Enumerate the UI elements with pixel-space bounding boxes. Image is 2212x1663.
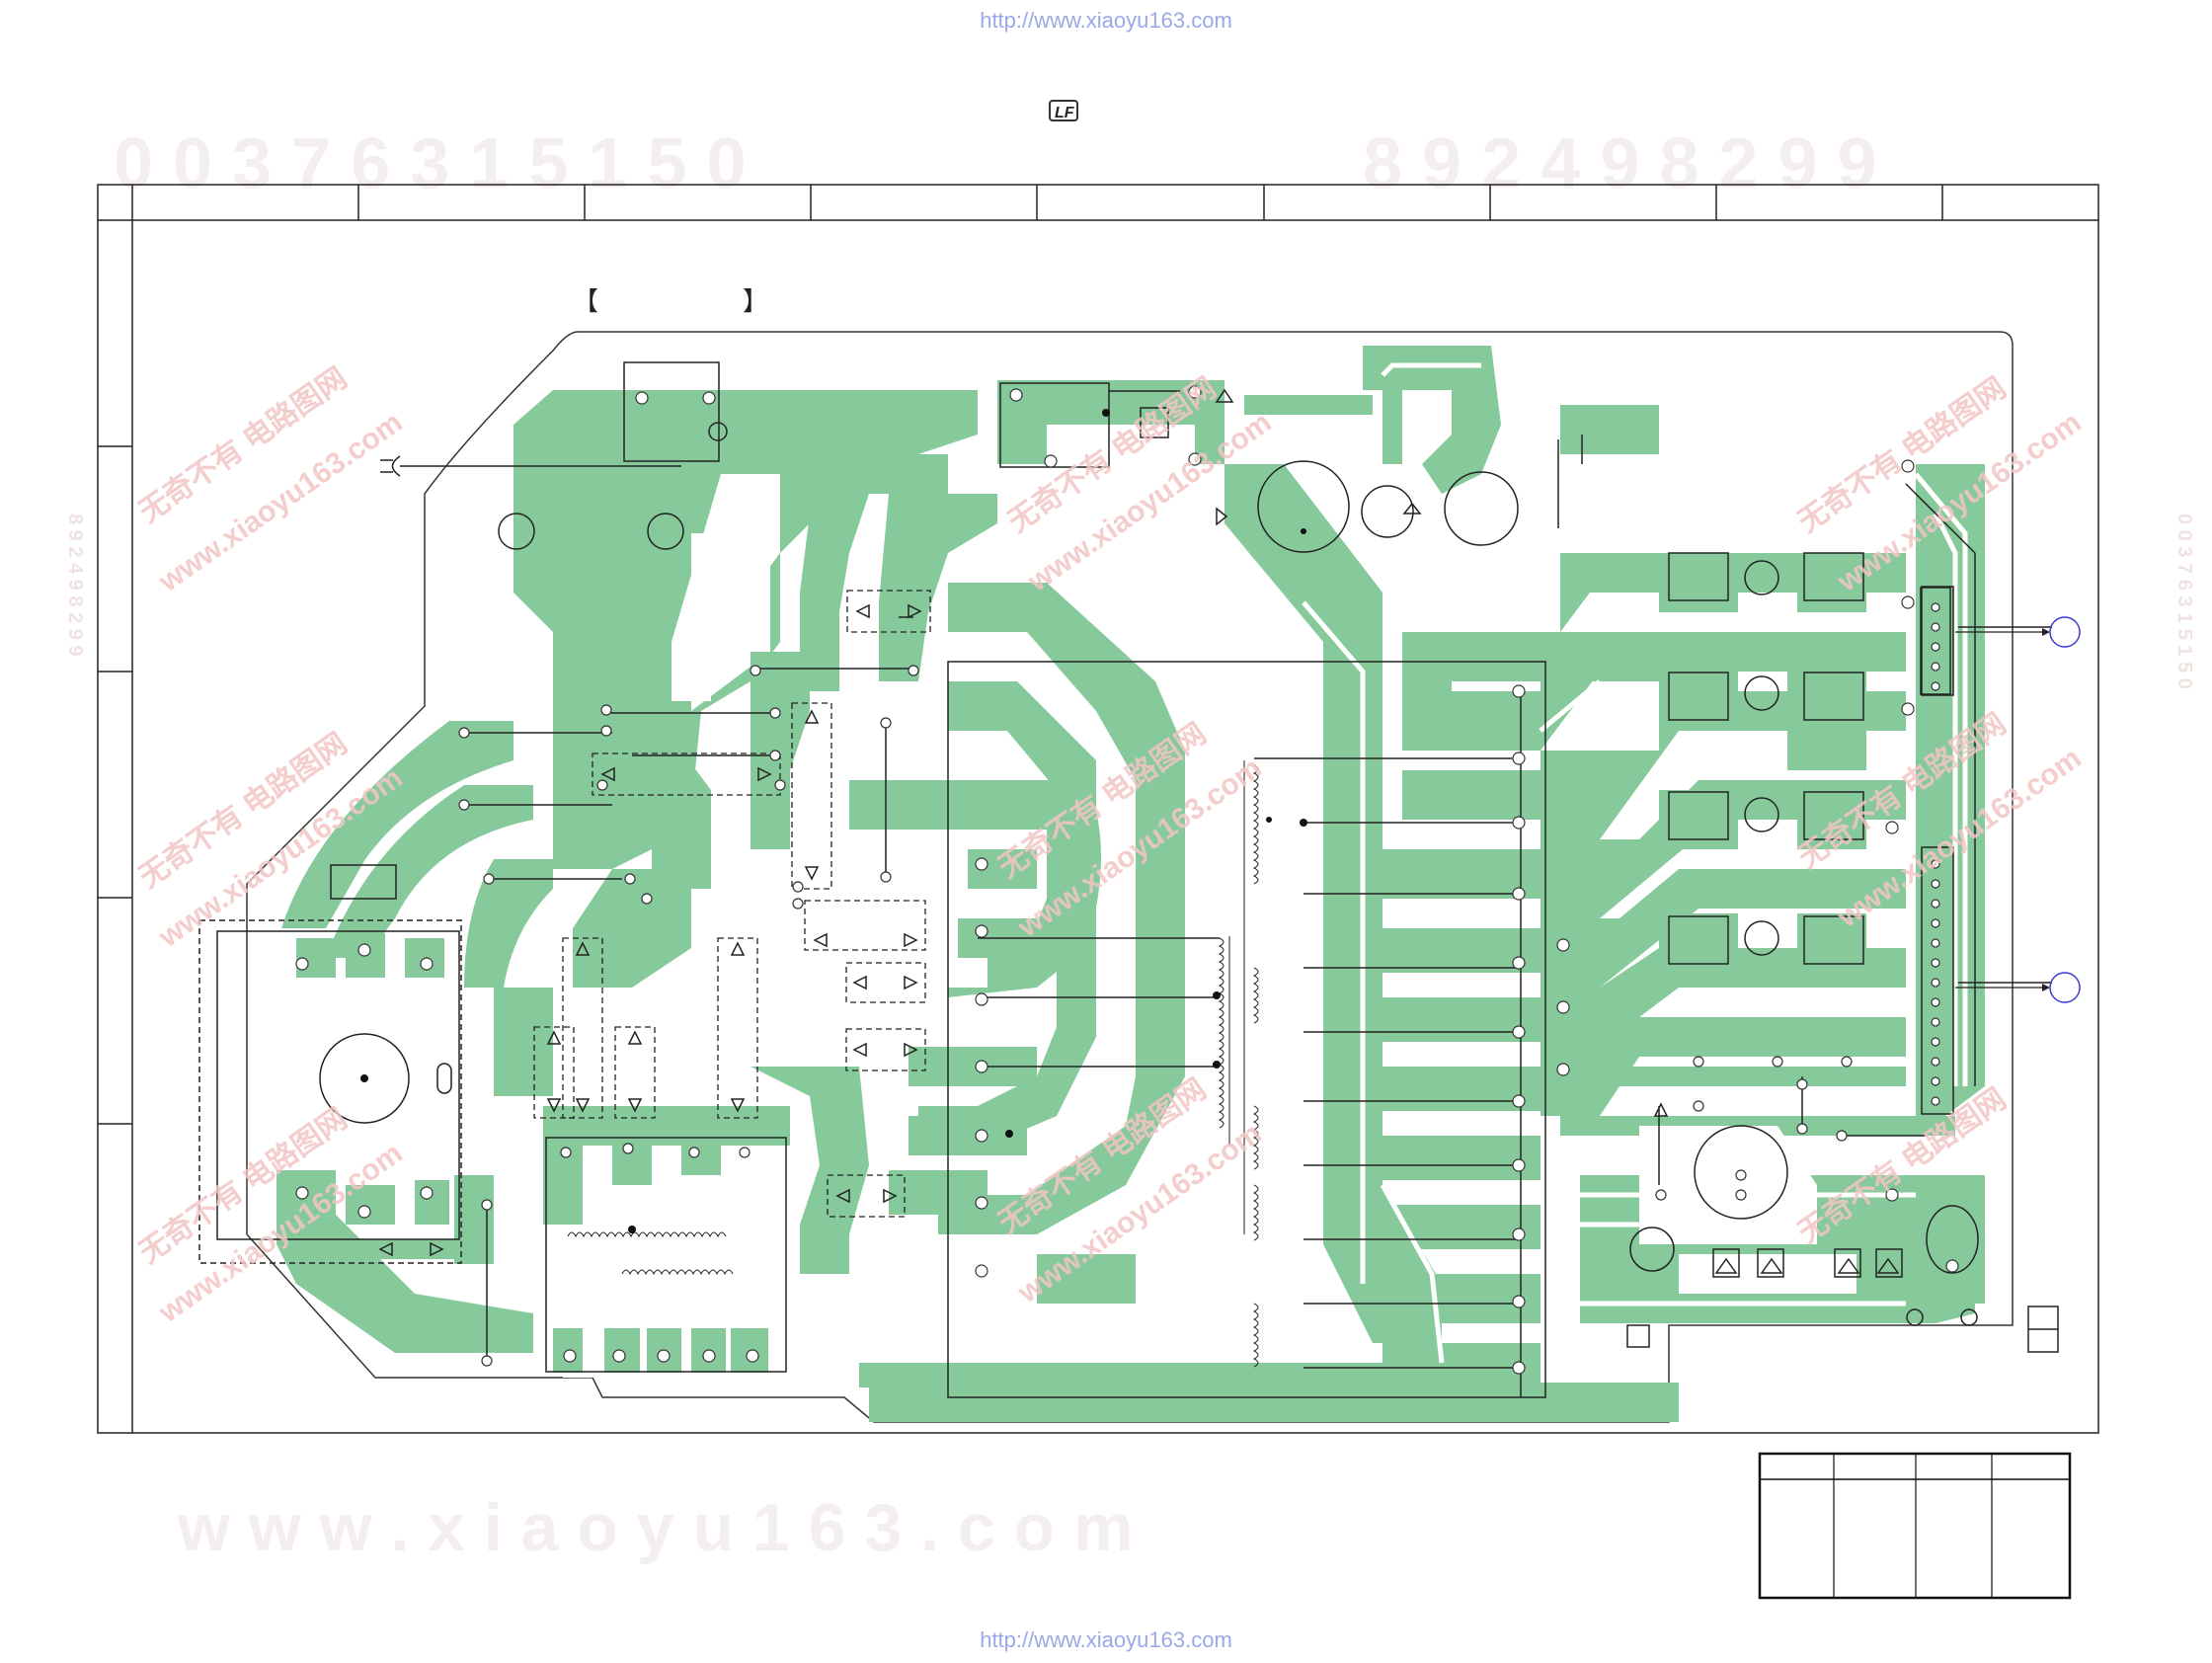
- svg-text:0 0 3 7 6 3 1 5 1 5 0: 0 0 3 7 6 3 1 5 1 5 0: [2173, 514, 2195, 689]
- diode-symbols: [378, 388, 1903, 1278]
- board-outline: [246, 331, 2014, 1423]
- output-connector-2[interactable]: [1955, 972, 2081, 1003]
- svg-text:无奇不有 电路图网: 无奇不有 电路图网: [133, 361, 353, 528]
- lf-logo-icon: LF: [1049, 100, 1078, 121]
- transformer-coils: [567, 760, 1259, 1368]
- connector-circle-icon[interactable]: [2049, 616, 2081, 648]
- watermark-digits: 0 0 3 7 6 3 1 5 1 5 0 8 9 2 4 9 8 2 9 9 …: [114, 124, 1876, 1565]
- header-url[interactable]: http://www.xiaoyu163.com: [980, 8, 1232, 33]
- svg-text:8 9 2 4 9 8 2 9 9: 8 9 2 4 9 8 2 9 9: [64, 514, 86, 657]
- side-vertical-watermark: 0 0 3 7 6 3 1 5 1 5 0 8 9 2 4 9 8 2 9 9: [64, 514, 2195, 689]
- svg-text:LF: LF: [1055, 105, 1075, 121]
- drawing-frame: [97, 184, 2099, 1434]
- watermark-url-bottom: w w w . x i a o y u 1 6 3 . c o m: [177, 1490, 1133, 1565]
- solder-pads: [295, 385, 1959, 1375]
- bracket-open: 【: [573, 286, 598, 316]
- output-connector-1[interactable]: [1955, 616, 2081, 648]
- footer-url[interactable]: http://www.xiaoyu163.com: [980, 1627, 1232, 1652]
- watermark-digits-left: 0 0 3 7 6 3 1 5 1 5 0: [114, 124, 747, 203]
- bracket-close: 】: [743, 286, 768, 316]
- component-outlines: [198, 361, 2059, 1398]
- via-dots: [360, 409, 1307, 1233]
- watermark-digits-right: 8 9 2 4 9 8 2 9 9: [1363, 124, 1876, 203]
- connector-circle-icon[interactable]: [2049, 972, 2081, 1003]
- dashed-frames: [533, 590, 931, 1218]
- trace-gaps: [1302, 362, 1968, 1364]
- notes-table: [1758, 1452, 2072, 1600]
- component-blocks: [1668, 552, 1864, 965]
- jumper-wires: [464, 435, 2052, 1397]
